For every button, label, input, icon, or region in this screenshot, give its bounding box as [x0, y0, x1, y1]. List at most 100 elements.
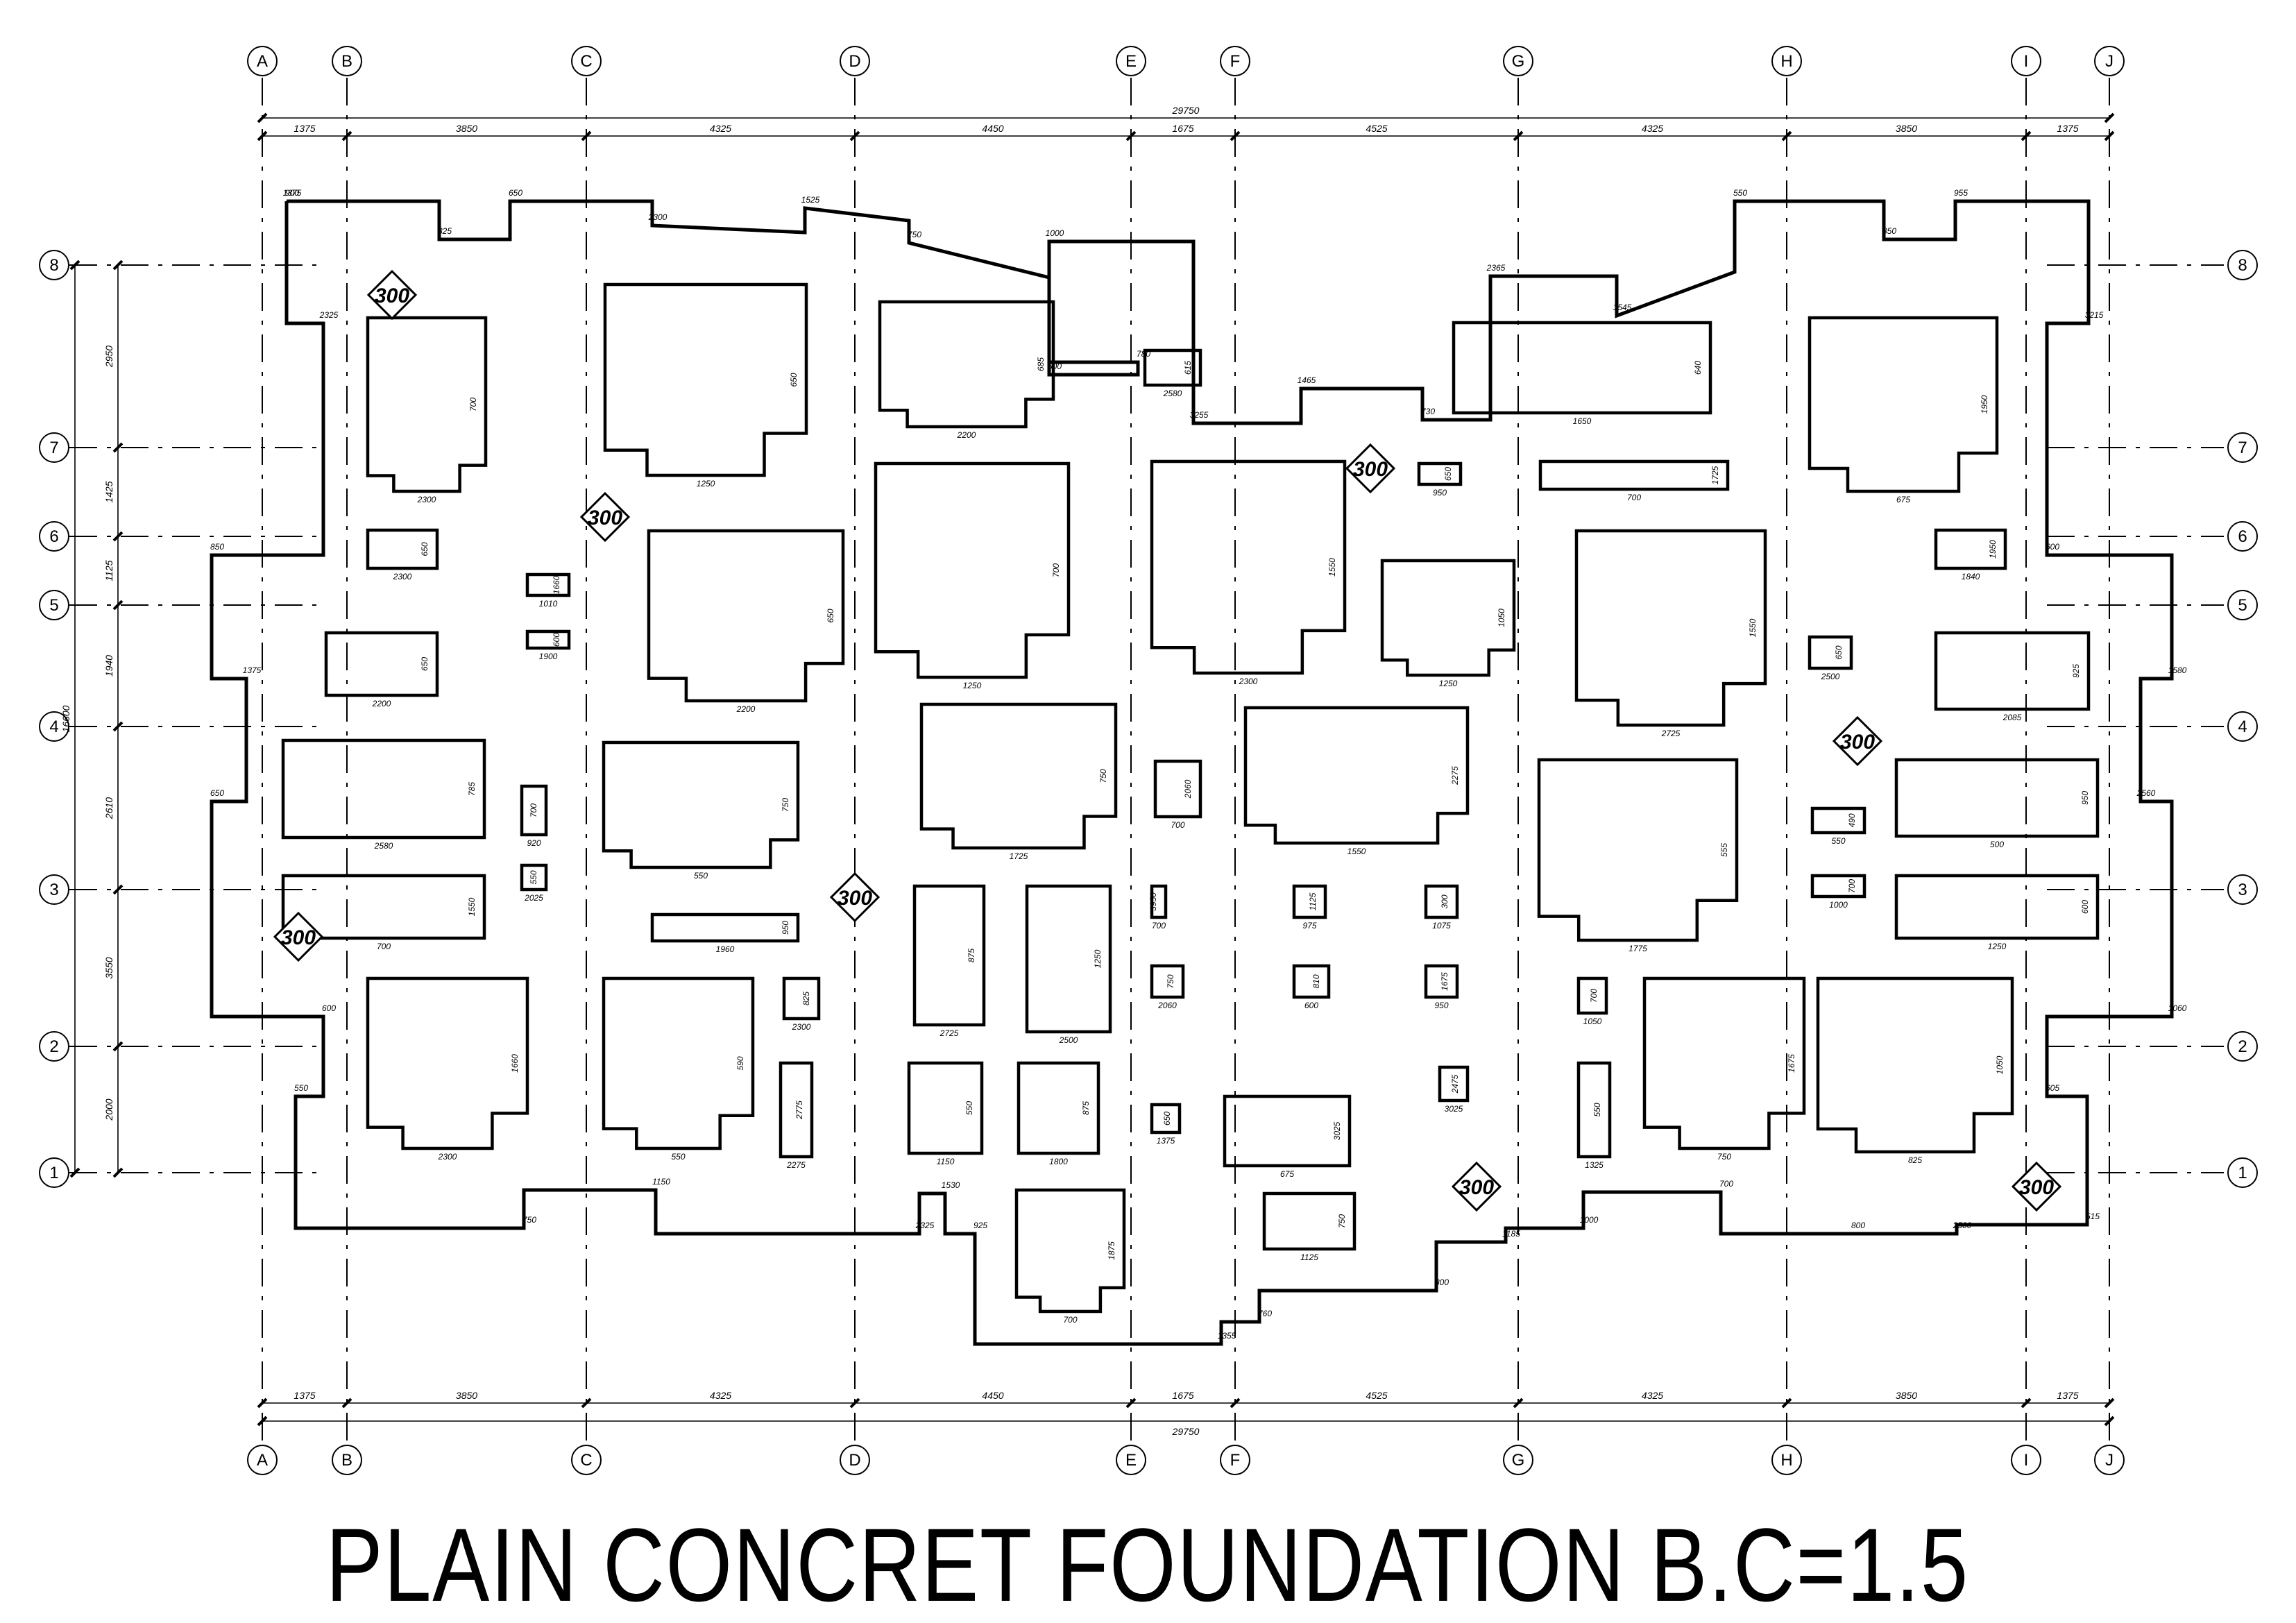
grid-bubble-right-3-label: 3: [2238, 881, 2247, 899]
footing-dim-text: 925: [2071, 664, 2081, 678]
dim-top-bays-text: 3850: [1896, 123, 1917, 134]
dim-top-bays-tick: [2104, 130, 2115, 142]
thickness-tag-5-label: 300: [281, 926, 316, 949]
grid-bubble-top-J-label: J: [2105, 52, 2114, 71]
dim-bottom-bays-text: 4325: [710, 1390, 731, 1401]
dim-left-rows-text: 3550: [103, 957, 114, 978]
grid-bubble-right-2-label: 2: [2238, 1037, 2247, 1056]
footing-dim-text: 2725: [939, 1028, 959, 1038]
thickness-tag-4-label: 300: [1840, 731, 1875, 754]
dim-left-rows-text: 1425: [103, 481, 114, 502]
footing-dim-text: 600: [2046, 542, 2059, 552]
footing-dim-text: 1250: [697, 479, 715, 488]
footing-dim-text: 1900: [539, 652, 558, 661]
footing-dim-text: 760: [1258, 1309, 1272, 1318]
footing-dim-text: 700: [377, 942, 391, 951]
grid-bubble-right-8-label: 8: [2238, 256, 2247, 275]
dim-left-overall-tick: [69, 260, 80, 271]
grid-bubble-top-I-label: I: [2024, 52, 2029, 71]
footing-23: [1243, 706, 1470, 845]
footing-18: [1574, 529, 1767, 727]
grid-bubble-right-1: [2227, 1157, 2258, 1188]
footing-dim-text: 600: [1304, 1001, 1318, 1010]
footing-dim-text: 1675: [1440, 972, 1449, 991]
footing-dim-text: 975: [1302, 921, 1316, 931]
grid-bubble-left-1-label: 1: [49, 1164, 58, 1182]
footing-dim-text: 2580: [374, 841, 393, 851]
dim-top-bays-tick: [257, 130, 268, 142]
grid-bubble-top-F: [1220, 46, 1250, 76]
footing-24: [1537, 758, 1739, 942]
dim-left-rows-tick: [112, 442, 124, 453]
grid-bubble-bottom-J-label: J: [2105, 1451, 2114, 1470]
footing-dim-text: 2475: [1450, 1074, 1460, 1094]
grid-bubble-left-4: [39, 711, 69, 742]
dim-bottom-bays-text: 1375: [294, 1390, 315, 1401]
grid-bubble-bottom-D-label: D: [849, 1451, 860, 1470]
footing-2: [878, 300, 1055, 429]
footing-50: [1150, 1103, 1182, 1135]
dim-bottom-bays-text: 1375: [2057, 1390, 2078, 1401]
dim-left-rows-tick: [112, 260, 124, 271]
footing-dim-text: 1725: [1710, 466, 1720, 484]
thickness-tag-6: [1451, 1161, 1502, 1212]
grid-bubble-right-7: [2227, 432, 2258, 463]
grid-bubble-top-D-label: D: [849, 52, 860, 71]
footing-dim-text: 2300: [438, 1152, 457, 1162]
grid-bubble-top-H: [1771, 46, 1802, 76]
thickness-tag-0-label: 300: [375, 284, 409, 307]
footing-51: [1438, 1065, 1470, 1103]
footing-dim-text: 800: [1851, 1221, 1865, 1230]
footing-dim-text: 900: [285, 188, 299, 198]
footing-dim-text: 2775: [794, 1101, 804, 1120]
footing-5: [1808, 316, 1999, 493]
thickness-tag-2-label: 300: [1353, 458, 1388, 481]
footing-dim-text: 1530: [942, 1180, 960, 1190]
footing-12: [647, 529, 845, 703]
footing-45: [602, 976, 755, 1150]
grid-bubble-left-6: [39, 521, 69, 552]
footing-dim-text: 1050: [1995, 1055, 2005, 1074]
grid-bubble-left-8: [39, 250, 69, 280]
footing-dim-text: 810: [1311, 974, 1321, 988]
grid-bubble-right-2: [2227, 1031, 2258, 1062]
footing-dim-text: 1465: [1298, 375, 1316, 385]
thickness-tag-3: [829, 872, 881, 923]
grid-bubble-bottom-C: [571, 1445, 602, 1475]
dim-bottom-overall-text: 29750: [1172, 1426, 1200, 1437]
footing-dim-text: 1840: [1962, 572, 1980, 581]
footing-dim-text: 2725: [1661, 729, 1681, 738]
footing-dim-text: 550: [529, 870, 538, 884]
footing-dim-text: 1010: [539, 599, 558, 609]
footing-dim-text: 2580: [1163, 389, 1182, 398]
footing-dim-text: 1800: [1049, 1157, 1068, 1166]
dim-top-overall-tick: [2104, 112, 2115, 124]
footing-9: [1934, 528, 2007, 570]
footing-dim-text: 800: [1435, 1277, 1449, 1287]
footing-54: [1223, 1094, 1352, 1168]
grid-bubble-bottom-B-label: B: [341, 1451, 352, 1470]
footing-22: [919, 702, 1118, 850]
footing-dim-text: 2025: [524, 893, 543, 903]
footing-dim-text: 2200: [736, 704, 756, 714]
footing-dim-text: 2200: [372, 699, 391, 708]
footing-dim-text: 650: [1834, 645, 1844, 659]
footing-dim-text: 1525: [801, 195, 820, 205]
dim-left-overall-text: 16600: [60, 705, 71, 732]
grid-bubble-left-2: [39, 1031, 69, 1062]
dim-left-rows-text: 2610: [103, 797, 114, 819]
grid-bubble-top-G-label: G: [1512, 52, 1525, 71]
footing-dim-text: 650: [420, 657, 430, 671]
dim-top-overall-text: 29750: [1172, 105, 1200, 116]
footing-dim-text: 550: [294, 1083, 308, 1093]
footing-dim-text: 2500: [1059, 1035, 1078, 1045]
thickness-tag-6-label: 300: [1459, 1176, 1494, 1199]
footing-dim-text: 2325: [915, 1221, 935, 1230]
grid-bubble-top-J: [2094, 46, 2125, 76]
grid-bubble-bottom-C-label: C: [580, 1451, 592, 1470]
dim-left-rows-text: 2000: [103, 1098, 114, 1121]
footing-37: [1292, 884, 1327, 919]
footing-dim-text: 1000: [1580, 1215, 1599, 1225]
